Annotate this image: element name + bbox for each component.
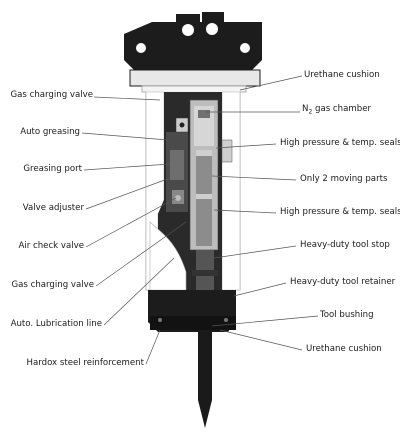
label-only-2-moving-parts: Only 2 moving parts	[300, 174, 388, 184]
label-auto-greasing: Auto greasing	[20, 127, 80, 137]
label-hardox-steel-reinforcement: Hardox steel reinforcement	[26, 358, 145, 368]
label-n2-symbol: N	[302, 104, 309, 114]
label-heavy-duty-tool-stop: Heavy-duty tool stop	[300, 240, 390, 250]
label-gas-charging-valve-bottom: Gas charging valve	[11, 280, 94, 290]
label-n2-subscript: 2	[308, 108, 313, 116]
label-auto-lubrication-line: Auto. Lubrication line	[10, 319, 102, 329]
cylinder	[166, 99, 233, 251]
label-valve-adjuster: Valve adjuster	[22, 203, 84, 213]
label-greasing-port: Greasing port	[23, 164, 82, 174]
label-high-pressure-seals-bottom: High pressure & temp. seals	[280, 207, 400, 217]
label-high-pressure-seals-top: High pressure & temp. seals	[280, 138, 400, 148]
label-urethane-cushion-bottom: Urethane cushion	[306, 344, 382, 354]
label-gas-chamber-text: gas chamber	[312, 104, 372, 114]
label-tool-bushing: Tool bushing	[320, 310, 374, 320]
label-urethane-cushion-top: Urethane cushion	[304, 70, 380, 80]
label-air-check-valve: Air check valve	[18, 241, 84, 251]
label-n2-gas-chamber: N2 gas chamber	[302, 104, 371, 118]
tool-assembly	[148, 250, 236, 428]
leader-lines	[81, 75, 319, 365]
top-mounting-bracket	[124, 12, 262, 87]
label-gas-charging-valve-top: Gas charging valve	[10, 90, 93, 100]
label-heavy-duty-tool-retainer: Heavy-duty tool retainer	[290, 277, 396, 287]
